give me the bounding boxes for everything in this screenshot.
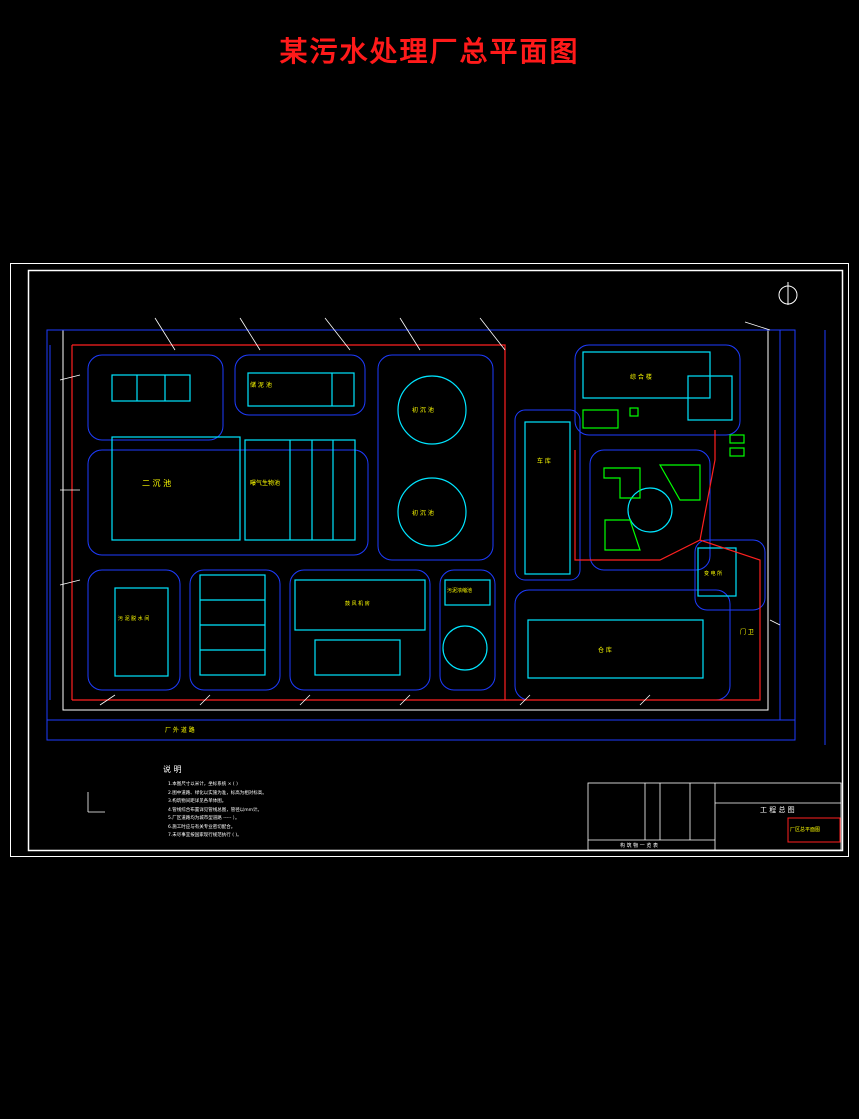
- office-building: [582, 351, 711, 399]
- title-block-frame: [587, 782, 842, 851]
- label-substation: 变 电 所: [704, 571, 723, 577]
- label-secondary-clarifier: 二 沉 池: [142, 479, 172, 488]
- label-blower: 鼓 风 机 房: [345, 601, 370, 607]
- buildings: [111, 351, 737, 679]
- notes-heading: 说 明: [163, 765, 182, 774]
- clarifier-b: [397, 477, 467, 547]
- garage: [524, 421, 571, 575]
- aeration-tank: [244, 439, 356, 541]
- note-line: 3.构筑物间距详见各单体图。: [168, 799, 227, 804]
- greenery: [582, 407, 745, 551]
- title-block-table: 构 筑 物 一 览 表: [620, 843, 658, 849]
- secondary-clarifier: [111, 436, 241, 541]
- label-dewatering: 污 泥 脱 水 间: [118, 616, 150, 622]
- title-block-highlight: [787, 817, 841, 843]
- screen-building: [111, 374, 191, 402]
- label-aeration-tank: 曝气生物池: [250, 480, 281, 487]
- note-line: 1.本图尺寸以米计，坐标系统 × ( ): [168, 782, 238, 787]
- label-warehouse: 仓 库: [598, 647, 612, 654]
- note-line: 5.厂区道路均为城市型道路 ----- ）。: [168, 816, 240, 821]
- sludge-thickener: [442, 625, 488, 671]
- pump-house: [247, 372, 355, 407]
- note-line: 4.管线综合布置详见管线总图，管径以mm计。: [168, 807, 263, 813]
- warehouse: [527, 619, 704, 679]
- title-block-drawing: 厂区总平面图: [790, 827, 821, 833]
- notes-list: 1.本图尺寸以米计，坐标系统 × ( ) 2.图中道路、绿化以实施为准，标高为相…: [168, 781, 318, 841]
- label-sludge-thickener: 污泥浓缩池: [447, 588, 473, 594]
- label-clarifier-a: 初 沉 池: [412, 407, 434, 414]
- label-storage: 储 泥 池: [250, 382, 272, 389]
- label-garage: 车 库: [537, 458, 551, 465]
- note-line: 2.图中道路、绿化以实施为准，标高为相对标高。: [168, 790, 267, 796]
- road-network: [47, 330, 826, 745]
- clarifier-a: [397, 375, 467, 445]
- note-line: 7.未尽事宜按国家现行规范执行 ( )。: [168, 833, 242, 838]
- note-line: 6.施工时应与有关专业密切配合。: [168, 824, 236, 830]
- pipe-network: [71, 344, 761, 701]
- site-boundary: [62, 329, 769, 711]
- drawing-title: 某污水处理厂总平面图: [279, 35, 580, 68]
- outer-frame: [10, 263, 849, 857]
- label-office: 综 合 楼: [630, 374, 652, 381]
- substation: [697, 547, 737, 597]
- inner-frame: [27, 269, 844, 852]
- dewatering-building: [114, 587, 169, 677]
- label-road: 厂 外 道 路: [165, 727, 195, 734]
- label-gate: 门 卫: [740, 629, 754, 636]
- label-clarifier-b: 初 沉 池: [412, 510, 434, 517]
- coordinate-axis-icon: [87, 792, 105, 813]
- title-block-project: 工 程 总 图: [760, 806, 795, 814]
- sludge-thickener-box: [444, 579, 491, 606]
- blower-room: [294, 579, 426, 631]
- north-arrow-icon: [778, 282, 798, 305]
- annotation-leaders: [59, 317, 781, 706]
